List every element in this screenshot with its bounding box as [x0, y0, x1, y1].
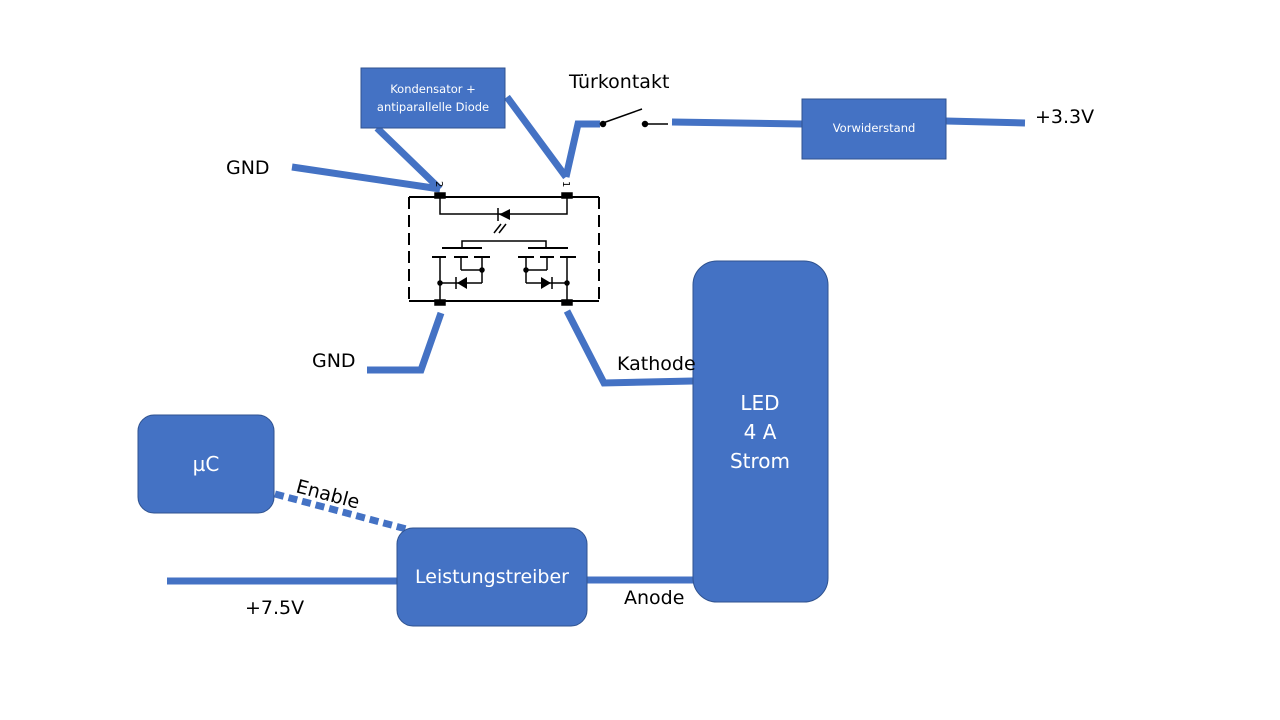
wire-gnd-bottom — [367, 311, 445, 374]
opto-relay-schematic — [408, 192, 600, 306]
led-box-line1: LED — [740, 391, 779, 415]
door-contact-label: Türkontakt — [568, 71, 669, 93]
driver-box[interactable] — [396, 527, 588, 627]
wire-pin1-to-switch — [562, 120, 600, 178]
wire-switch-to-resistor — [671, 118, 803, 128]
door-switch — [599, 108, 668, 128]
wire-capacitor-to-pin2 — [374, 125, 443, 192]
kathode-label: Kathode — [617, 353, 696, 375]
supply-7v5-label: +7.5V — [245, 597, 304, 619]
wire-resistor-to-3v3 — [945, 117, 1026, 127]
wire-pin-to-kathode — [563, 309, 694, 387]
mcu-box-label: µC — [193, 452, 220, 476]
gnd-top-label: GND — [226, 157, 270, 179]
led-box-line2: 4 A — [744, 420, 777, 444]
wire-enable-signal — [274, 490, 411, 534]
mcu-box[interactable] — [137, 414, 275, 514]
pin-2-label: 2 — [433, 181, 444, 187]
resistor-box[interactable] — [801, 98, 947, 160]
capacitor-box-line2: antiparallelle Diode — [377, 100, 489, 114]
anode-label: Anode — [624, 587, 684, 609]
capacitor-diode-box[interactable] — [360, 67, 506, 129]
led-box-line3: Strom — [730, 449, 790, 473]
capacitor-box-line1: Kondensator + — [390, 82, 476, 96]
wire-capacitor-to-pin1 — [504, 94, 569, 180]
supply-3v3-label: +3.3V — [1035, 106, 1094, 128]
resistor-box-label: Vorwiderstand — [833, 121, 916, 135]
pin-1-label: 1 — [560, 181, 571, 187]
enable-label: Enable — [294, 476, 362, 514]
wire-gnd-top — [291, 163, 441, 193]
gnd-bottom-label: GND — [312, 350, 356, 372]
led-box[interactable] — [692, 260, 829, 603]
driver-box-label: Leistungstreiber — [415, 566, 569, 588]
